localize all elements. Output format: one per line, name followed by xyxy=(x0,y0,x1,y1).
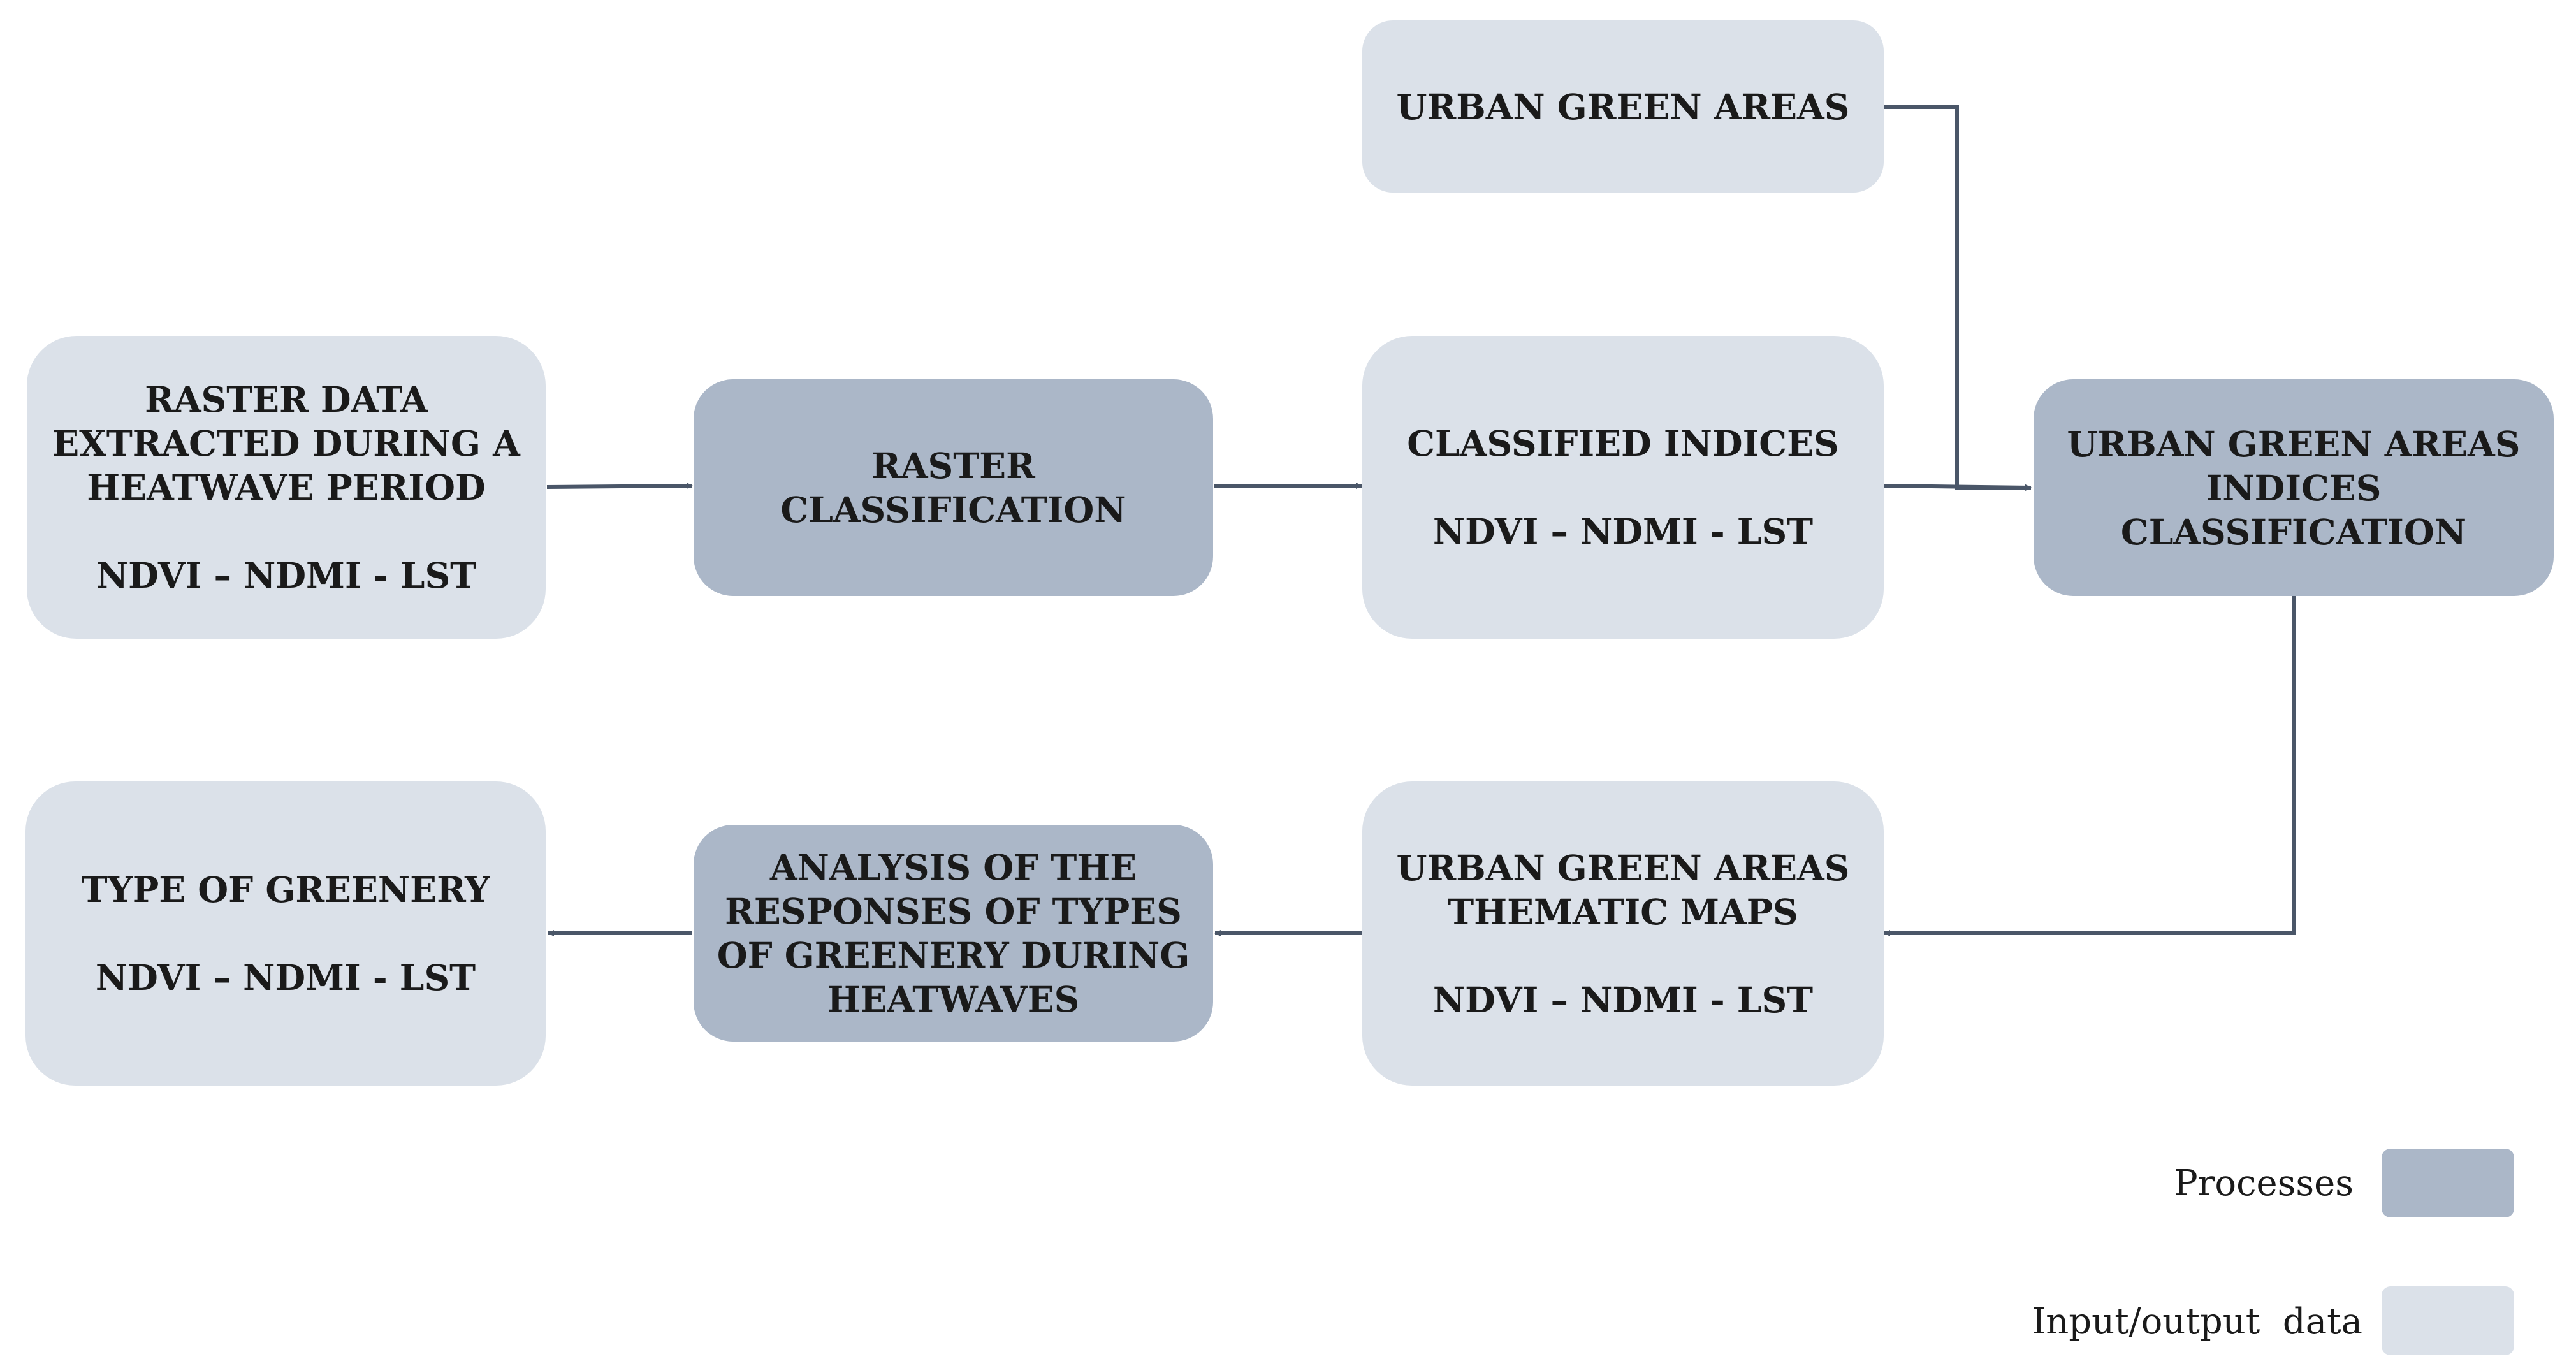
node-line: RASTER DATA xyxy=(145,379,428,420)
legend-io-swatch xyxy=(2382,1286,2514,1355)
node-raster-classification: RASTER CLASSIFICATION xyxy=(694,379,1213,596)
node-line: OF GREENERY DURING xyxy=(717,934,1190,976)
node-line: RESPONSES OF TYPES xyxy=(725,890,1182,932)
node-indices: NDVI – NDMI - LST xyxy=(96,555,477,596)
node-line: URBAN GREEN AREAS xyxy=(2067,423,2521,465)
node-urban-green-areas: URBAN GREEN AREAS xyxy=(1362,20,1884,193)
node-analysis-responses: ANALYSIS OF THE RESPONSES OF TYPES OF GR… xyxy=(694,825,1213,1042)
node-classified-indices: CLASSIFIED INDICES NDVI – NDMI - LST xyxy=(1362,336,1884,639)
node-raster-data: RASTER DATA EXTRACTED DURING A HEATWAVE … xyxy=(27,336,546,639)
node-line: ANALYSIS OF THE xyxy=(769,846,1137,888)
legend-processes-swatch xyxy=(2382,1149,2514,1217)
node-line: INDICES xyxy=(2206,467,2382,509)
node-uga-indices-classification: URBAN GREEN AREAS INDICES CLASSIFICATION xyxy=(2034,379,2554,596)
node-line: THEMATIC MAPS xyxy=(1448,890,1798,933)
arrow-raster-data-to-classification xyxy=(546,483,693,490)
node-indices: NDVI – NDMI - LST xyxy=(1432,978,1814,1021)
node-uga-thematic-maps: URBAN GREEN AREAS THEMATIC MAPS NDVI – N… xyxy=(1362,781,1884,1086)
arrow-uga-classification-to-thematic-maps xyxy=(1884,595,2296,936)
node-line: TYPE OF GREENERY xyxy=(81,869,490,910)
node-line: URBAN GREEN AREAS xyxy=(1396,85,1850,127)
legend-processes-label: Processes xyxy=(2173,1163,2354,1204)
node-indices: NDVI – NDMI - LST xyxy=(1432,511,1814,552)
node-line: RASTER xyxy=(871,445,1035,486)
node-indices: NDVI – NDMI - LST xyxy=(95,957,476,998)
arrow-urban-green-areas-to-uga-classification xyxy=(1883,105,2032,491)
node-line: CLASSIFICATION xyxy=(780,489,1126,530)
node-line: HEATWAVES xyxy=(827,978,1080,1020)
node-line: HEATWAVE PERIOD xyxy=(87,467,486,508)
node-line: CLASSIFIED INDICES xyxy=(1407,423,1839,464)
node-line: URBAN GREEN AREAS xyxy=(1396,846,1850,889)
node-line: CLASSIFICATION xyxy=(2120,511,2467,553)
legend-io-label: Input/output data xyxy=(2032,1301,2362,1342)
node-line: EXTRACTED DURING A xyxy=(52,423,520,464)
node-type-of-greenery: TYPE OF GREENERY NDVI – NDMI - LST xyxy=(25,781,546,1086)
